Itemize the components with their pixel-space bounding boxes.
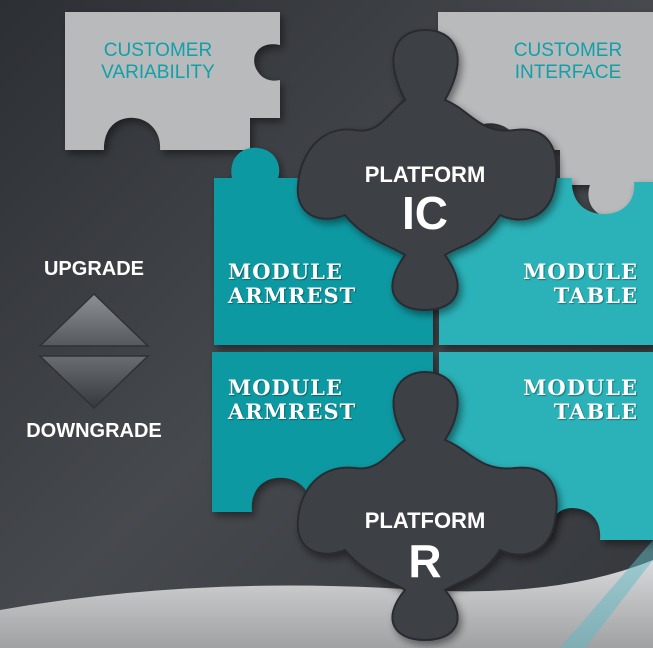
light-streak xyxy=(560,540,653,648)
platform-r-code: R xyxy=(408,535,442,587)
customer-interface-line2: INTERFACE xyxy=(514,61,622,83)
upgrade-label: UPGRADE xyxy=(43,258,144,280)
customer-variability-label: CUSTOMER VARIABILITY xyxy=(68,40,248,84)
module-table-top-label: MODULE TABLE xyxy=(470,259,638,309)
customer-interface-piece xyxy=(438,12,653,219)
platform-ic-piece xyxy=(296,28,558,312)
customer-interface-line1: CUSTOMER xyxy=(513,40,623,61)
module-armrest-top-line2: ARMREST xyxy=(228,283,357,309)
module-table-top-line1: MODULE xyxy=(523,259,638,284)
triangle-down-icon xyxy=(38,355,150,410)
module-armrest-bottom-label: MODULE ARMREST xyxy=(228,375,398,425)
module-armrest-bottom-line2: ARMREST xyxy=(228,399,357,425)
platform-ic-code: IC xyxy=(402,187,448,239)
module-armrest-bottom-line1: MODULE xyxy=(228,375,343,400)
module-table-bottom-label: MODULE TABLE xyxy=(470,375,638,425)
module-table-top-line2: TABLE xyxy=(553,283,638,309)
downgrade-label: DOWNGRADE xyxy=(26,420,162,442)
module-table-bottom-line1: MODULE xyxy=(523,375,638,400)
customer-variability-line1: CUSTOMER xyxy=(103,40,213,61)
floor-surface xyxy=(0,560,653,648)
platform-r-title: PLATFORM xyxy=(364,508,486,533)
triangle-up-icon xyxy=(38,292,150,347)
customer-variability-piece xyxy=(65,12,280,150)
module-armrest-top-label: MODULE ARMREST xyxy=(228,259,398,309)
platform-r-piece xyxy=(296,370,558,642)
customer-interface-label: CUSTOMER INTERFACE xyxy=(478,40,653,84)
platform-ic-title: PLATFORM xyxy=(364,162,486,187)
module-armrest-top-line1: MODULE xyxy=(228,259,343,284)
module-table-bottom-line2: TABLE xyxy=(553,399,638,425)
customer-variability-line2: VARIABILITY xyxy=(101,61,215,83)
